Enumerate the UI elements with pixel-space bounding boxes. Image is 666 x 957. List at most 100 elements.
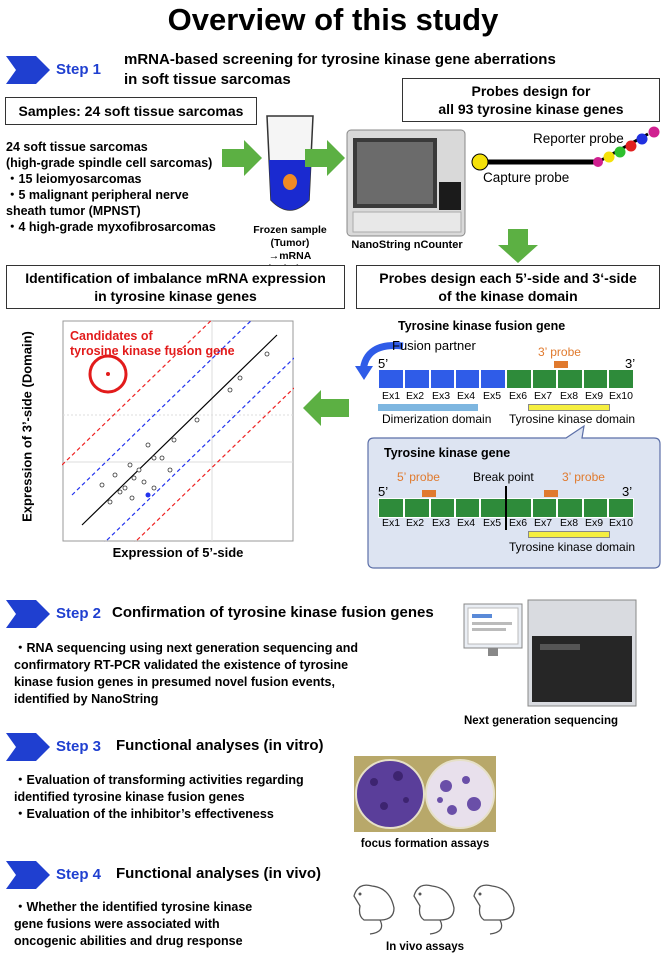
exon-block <box>455 498 480 518</box>
fusion-partner-label: Fusion partner <box>392 338 476 353</box>
probes-each-box: Probes design each 5’-side and 3‘-side o… <box>356 265 660 309</box>
step2-line: identified by NanoString <box>14 692 159 706</box>
arrow-down-icon <box>498 229 538 263</box>
candidates-label: Candidates of tyrosine kinase fusion gen… <box>70 329 235 359</box>
step3-image-label: focus formation assays <box>360 838 490 850</box>
imbalance-line: Identification of imbalance mRNA express… <box>25 270 326 286</box>
step4-heading: Functional analyses (in vivo) <box>116 865 322 882</box>
exon-label: Ex8 <box>559 517 579 529</box>
exon-block <box>532 369 557 389</box>
candidates-line: tyrosine kinase fusion gene <box>70 344 235 358</box>
exon-label: Ex10 <box>609 390 633 402</box>
plot-ylabel-wrap: Expression of 3’-side (Domain) <box>14 316 35 546</box>
tk-domain-bar <box>528 404 610 411</box>
step4-text: ・Whether the identified tyrosine kinase … <box>14 899 252 950</box>
dimerization-label: Dimerization domain <box>382 412 492 426</box>
dimerization-domain-bar <box>378 404 478 411</box>
step3-label: Step 3 <box>56 738 102 755</box>
exon-label: Ex9 <box>584 517 604 529</box>
tk-3prime: 3’ <box>622 484 633 499</box>
page-title: Overview of this study <box>167 2 499 37</box>
exon-block <box>557 498 583 518</box>
exon-block <box>430 498 455 518</box>
imbalance-line: in tyrosine kinase genes <box>94 288 257 304</box>
samples-line: sheath tumor (MPNST) <box>6 204 141 218</box>
tk-gene-domain-label: Tyrosine kinase domain <box>509 540 636 554</box>
exon-label: Ex5 <box>482 390 502 402</box>
focus-assay-icon <box>354 756 496 832</box>
step2-line: confirmatory RT-PCR validated the existe… <box>14 658 349 672</box>
exon-block <box>583 498 608 518</box>
step3-line: identified tyrosine kinase fusion genes <box>14 790 245 804</box>
sequencer-icon <box>463 599 637 707</box>
frozen-line: Frozen sample <box>253 224 327 236</box>
machine-label: NanoString nCounter <box>351 239 463 251</box>
probes-design-line: all 93 tyrosine kinase genes <box>438 101 624 117</box>
step4-line: gene fusions were associated with <box>14 917 220 931</box>
capture-probe-label: Capture probe <box>483 170 570 185</box>
tk-exon-bar <box>378 498 634 518</box>
mice-icon <box>353 884 515 935</box>
reporter-probe-label: Reporter probe <box>533 131 624 146</box>
probes-each-line: of the kinase domain <box>438 288 578 304</box>
step3-line: ・Evaluation of transforming activities r… <box>14 773 304 787</box>
plot-xlabel: Expression of 5’-side <box>112 545 244 560</box>
candidates-line: Candidates of <box>70 329 153 343</box>
step3-line: ・Evaluation of the inhibitor’s effective… <box>14 807 274 821</box>
probes-each-line: Probes design each 5’-side and 3‘-side <box>379 270 637 286</box>
step2-image-label: Next generation sequencing <box>463 715 618 727</box>
arrow-right-icon <box>222 140 262 176</box>
exon-label: Ex8 <box>559 390 579 402</box>
step2-chevron-icon <box>6 600 50 628</box>
exon-block <box>480 369 506 389</box>
sample-tube-icon <box>266 115 314 211</box>
curved-arrow-icon <box>355 342 404 380</box>
samples-line: ・5 malignant peripheral nerve <box>6 188 189 202</box>
probes-design-line: Probes design for <box>471 83 591 99</box>
tk-gene-domain-bar <box>528 531 610 538</box>
break-point-label: Break point <box>473 470 534 484</box>
exon-block <box>430 369 455 389</box>
exon-label: Ex7 <box>533 517 553 529</box>
step1-heading-line2: in soft tissue sarcomas <box>124 71 291 88</box>
arrow-right-icon <box>305 140 345 176</box>
samples-box: Samples: 24 soft tissue sarcomas <box>5 97 257 125</box>
exon-label: Ex10 <box>609 517 633 529</box>
exon-label: Ex6 <box>508 517 528 529</box>
exon-label: Ex7 <box>533 390 553 402</box>
step2-label: Step 2 <box>56 605 102 622</box>
frozen-line: (Tumor) <box>270 237 310 249</box>
exon-label: Ex3 <box>431 390 451 402</box>
step1-heading-line1: mRNA-based screening for tyrosine kinase… <box>124 51 556 68</box>
step2-heading: Confirmation of tyrosine kinase fusion g… <box>112 604 434 621</box>
exon-label: Ex6 <box>508 390 528 402</box>
plot-ylabel: Expression of 3’-side (Domain) <box>19 331 35 522</box>
exon-label: Ex5 <box>482 517 502 529</box>
step4-line: ・Whether the identified tyrosine kinase <box>14 900 253 914</box>
exon-block <box>455 369 480 389</box>
tk-gene-title: Tyrosine kinase gene <box>384 446 511 460</box>
exon-block <box>583 369 608 389</box>
exon-label: Ex2 <box>405 517 425 529</box>
fusion-exon-bar <box>378 369 634 389</box>
step1-label: Step 1 <box>56 61 102 78</box>
step3-chevron-icon <box>6 733 50 761</box>
scatter-plot <box>62 320 294 542</box>
exon-label: Ex4 <box>456 517 476 529</box>
tk-exon-labels: Ex1 Ex2 Ex3 Ex4 Ex5 Ex6 Ex7 Ex8 Ex9 Ex10 <box>376 517 638 531</box>
exon-block <box>378 369 404 389</box>
fusion-3probe-label: 3’ probe <box>538 345 581 359</box>
exon-label: Ex4 <box>456 390 476 402</box>
exon-label: Ex1 <box>381 517 401 529</box>
tk-3probe-label: 3’ probe <box>562 470 605 484</box>
exon-block <box>532 498 557 518</box>
step2-line: ・RNA sequencing using next generation se… <box>14 641 359 655</box>
samples-line: (high-grade spindle cell sarcomas) <box>6 156 213 170</box>
fusion-gene-title: Tyrosine kinase fusion gene <box>398 319 566 333</box>
exon-block <box>480 498 506 518</box>
samples-line: 24 soft tissue sarcomas <box>6 140 148 154</box>
tk-5probe-label: 5’ probe <box>397 470 440 484</box>
step4-chevron-icon <box>6 861 50 889</box>
step1-chevron-icon <box>6 56 50 84</box>
fusion-3prime: 3’ <box>625 356 636 371</box>
